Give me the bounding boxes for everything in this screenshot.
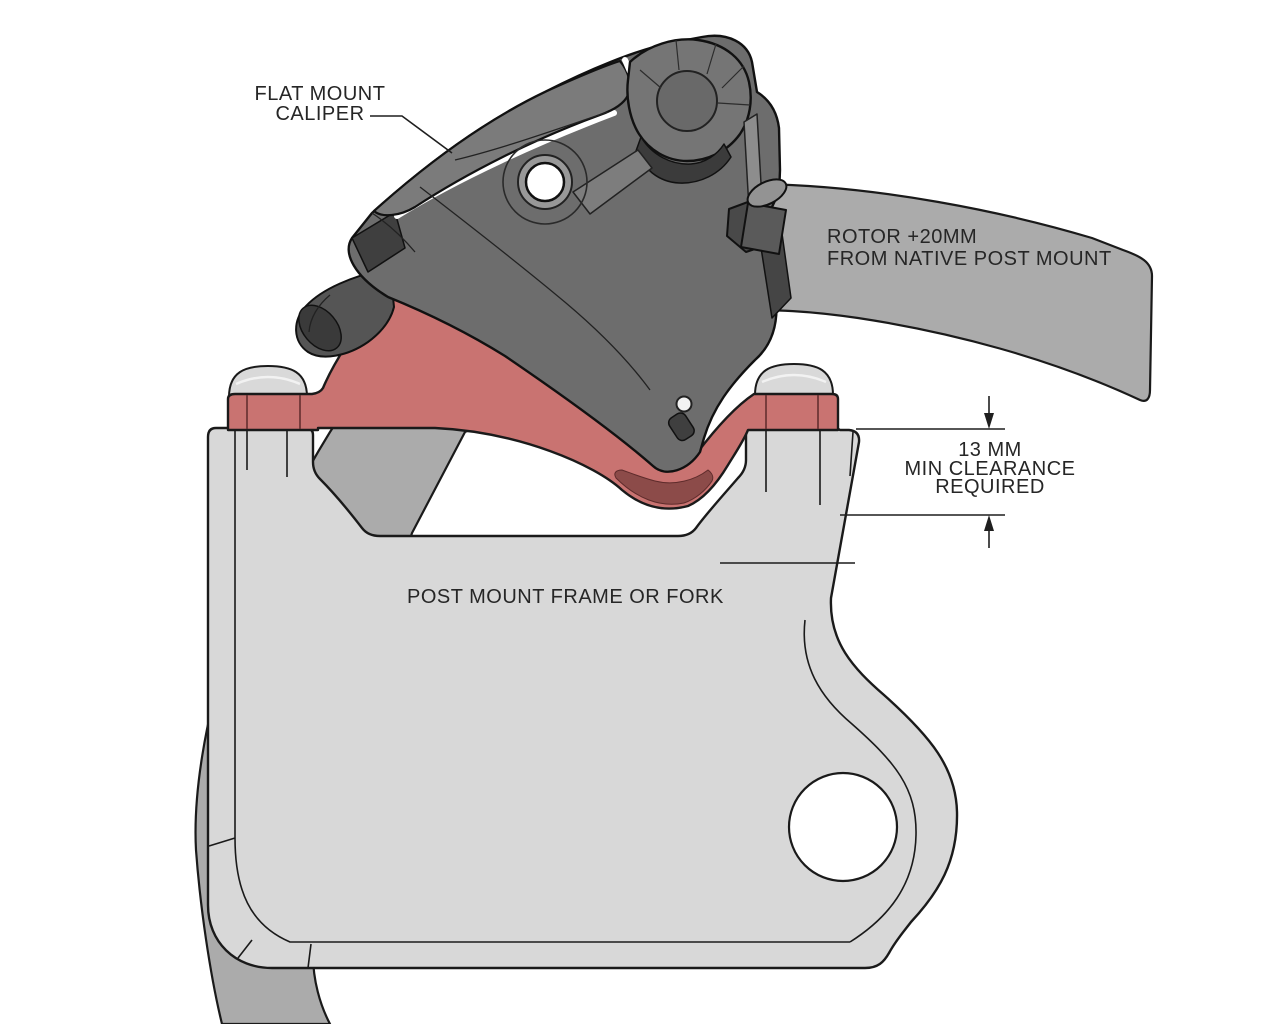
adapter-facet-lines xyxy=(246,395,819,429)
caliper-small-block xyxy=(667,412,695,442)
dim-arrow-bottom xyxy=(984,515,994,531)
leader-line xyxy=(370,115,453,154)
bleed-barrel xyxy=(740,202,787,255)
frame-detail-lines xyxy=(208,428,917,969)
label-clearance-line1: 13 MM xyxy=(958,439,1022,461)
bolt-dome-right-highlight xyxy=(761,373,827,384)
frame-body xyxy=(206,426,959,970)
caliper-hose-boss-cap xyxy=(298,304,342,352)
bleed-cap xyxy=(746,178,788,208)
label-clearance-line3: REQUIRED xyxy=(935,476,1045,498)
label-flat-mount-caliper: FLAT MOUNT CALIPER xyxy=(240,84,400,124)
caliper-hole-ring xyxy=(502,139,588,225)
caliper-pad-wedge xyxy=(351,211,406,273)
caliper-facet-lines xyxy=(308,111,651,391)
dim-arrow-top xyxy=(984,413,994,429)
bolt-dome-left-highlight xyxy=(235,375,301,386)
caliper-arch-bore xyxy=(656,70,718,132)
frame-bolt-hole xyxy=(787,771,899,883)
caliper-arch-facets xyxy=(639,39,751,106)
caliper-group xyxy=(295,34,792,473)
label-clearance: 13 MM MIN CLEARANCE REQUIRED xyxy=(890,439,1090,498)
label-flat-mount-line1: FLAT MOUNT xyxy=(254,83,386,105)
caliper-strap xyxy=(572,149,653,215)
label-flat-mount-line2: CALIPER xyxy=(275,103,365,125)
label-post-mount-line1: POST MOUNT FRAME OR FORK xyxy=(407,586,724,608)
label-clearance-line2: MIN CLEARANCE xyxy=(904,457,1076,480)
caliper-arch-slot xyxy=(635,136,732,184)
label-rotor-line2: FROM NATIVE POST MOUNT xyxy=(827,248,1112,270)
caliper-small-bolt xyxy=(675,395,693,413)
label-post-mount-frame: POST MOUNT FRAME OR FORK xyxy=(407,587,724,607)
adapter-underside xyxy=(614,469,714,505)
label-rotor-line1: ROTOR +20MM xyxy=(827,226,978,248)
frame-group xyxy=(206,426,959,970)
label-rotor: ROTOR +20MM FROM NATIVE POST MOUNT xyxy=(827,226,1112,270)
caliper-mount-hole xyxy=(524,161,566,203)
annotation-group xyxy=(370,115,1005,548)
